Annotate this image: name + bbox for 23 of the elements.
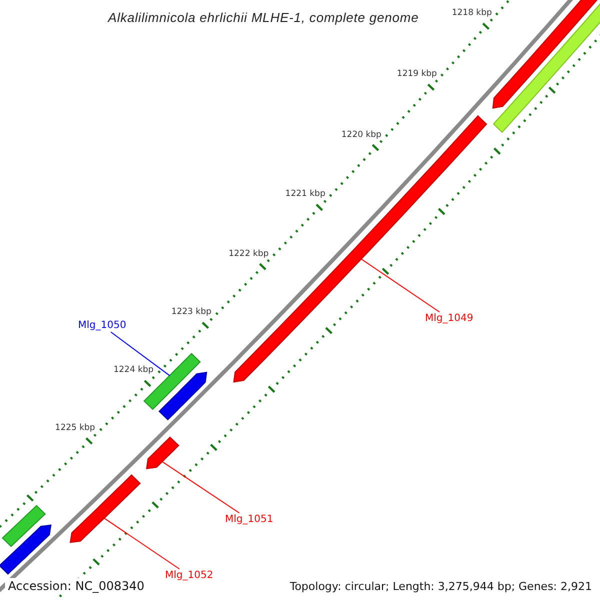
scale-tick-label: 1223 kbp xyxy=(171,307,212,318)
scale-tick-label: 1221 kbp xyxy=(285,189,326,200)
gene-label: Mlg_1052 xyxy=(165,570,214,581)
gene-bar xyxy=(2,504,46,548)
gene-label: Mlg_1051 xyxy=(225,514,274,525)
gene-block xyxy=(146,436,180,470)
scale-tick-label: 1219 kbp xyxy=(396,69,437,80)
scale-tick-label: 1220 kbp xyxy=(341,130,382,140)
gene-block xyxy=(70,474,141,543)
scale-tick-label: 1225 kbp xyxy=(55,422,96,433)
leader-line xyxy=(162,461,240,514)
leader-line xyxy=(104,518,180,570)
gene-block xyxy=(492,0,600,109)
scale-tick-label: 1222 kbp xyxy=(228,248,269,259)
gene-block xyxy=(0,524,52,575)
gene-label: Mlg_1049 xyxy=(425,313,474,324)
map-title: Alkalilimnicola ehrlichii MLHE-1, complete genome xyxy=(108,10,419,25)
gene-block xyxy=(158,372,208,420)
leader-line xyxy=(360,258,440,312)
leader-line xyxy=(110,332,170,376)
scale-tick-label: 1218 kbp xyxy=(452,8,492,18)
scale-tick-label: 1224 kbp xyxy=(113,365,154,376)
gene-label: Mlg_1050 xyxy=(78,320,126,331)
